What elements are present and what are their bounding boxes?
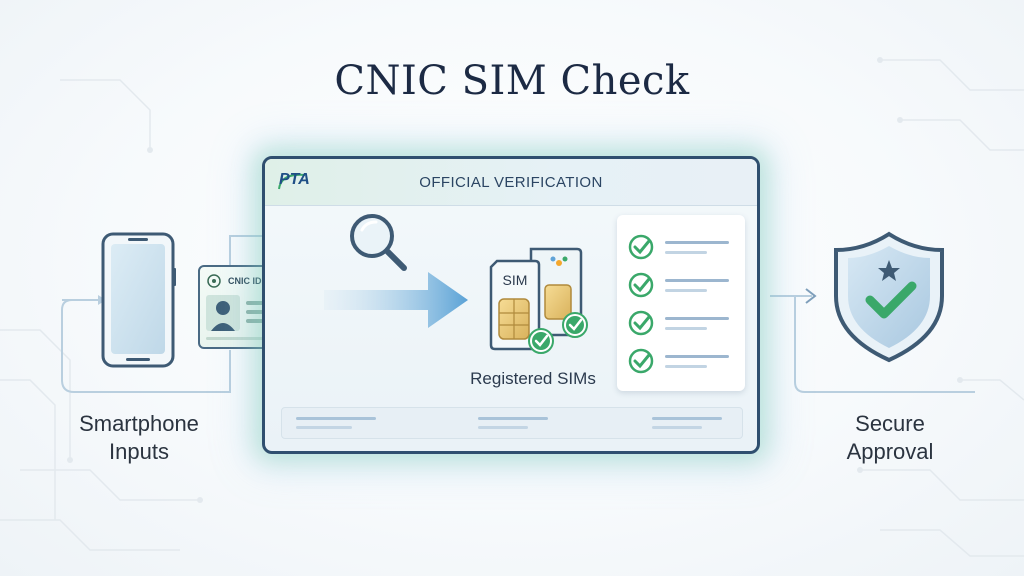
checklist-item <box>627 233 737 263</box>
footer-line <box>478 426 528 429</box>
sim-card-text: SIM <box>503 272 528 288</box>
verification-panel: PTA OFFICIAL VERIFICATION SIM Registered… <box>262 156 760 454</box>
footer-line <box>652 426 702 429</box>
smartphone-caption-line2: Inputs <box>109 439 169 464</box>
approval-caption: Secure Approval <box>810 410 970 466</box>
checklist-line <box>665 251 707 254</box>
checklist-item <box>627 309 737 339</box>
check-icon <box>865 281 917 319</box>
checklist-line <box>665 317 729 320</box>
checklist-line <box>665 365 707 368</box>
emblem-icon <box>207 274 221 288</box>
pta-logo-icon <box>278 173 306 190</box>
smartphone-caption-line1: Smartphone <box>79 411 199 436</box>
check-circle-icon <box>628 234 654 260</box>
checklist-line <box>665 327 707 330</box>
flow-arrow-icon <box>324 272 468 328</box>
star-icon <box>878 260 900 281</box>
checklist-line <box>665 279 729 282</box>
checklist-item <box>627 271 737 301</box>
page-title: CNIC SIM Check <box>334 58 690 104</box>
footer-line <box>296 417 376 420</box>
footer-line <box>296 426 352 429</box>
magnifier-icon <box>350 214 407 271</box>
check-circle-icon <box>628 310 654 336</box>
panel-header: PTA OFFICIAL VERIFICATION <box>265 159 757 206</box>
shield-icon <box>834 231 944 363</box>
sim-cards-icon: SIM <box>489 247 588 354</box>
panel-header-title: OFFICIAL VERIFICATION <box>419 174 603 191</box>
panel-footer <box>281 407 743 439</box>
check-circle-icon <box>628 272 654 298</box>
check-circle-icon <box>628 348 654 374</box>
registered-sims-label: Registered SIMs <box>470 369 596 388</box>
checklist-item <box>627 347 737 377</box>
checklist-line <box>665 289 707 292</box>
smartphone-caption: Smartphone Inputs <box>54 410 224 466</box>
approval-caption-line1: Secure <box>855 411 925 436</box>
checklist-line <box>665 241 729 244</box>
smartphone-icon <box>101 232 176 368</box>
pta-logo: PTA <box>279 171 310 188</box>
approval-caption-line2: Approval <box>846 439 934 464</box>
verification-checklist <box>617 215 745 391</box>
cnic-card-label: CNIC ID <box>228 276 262 286</box>
footer-line <box>478 417 548 420</box>
checklist-line <box>665 355 729 358</box>
footer-line <box>652 417 722 420</box>
